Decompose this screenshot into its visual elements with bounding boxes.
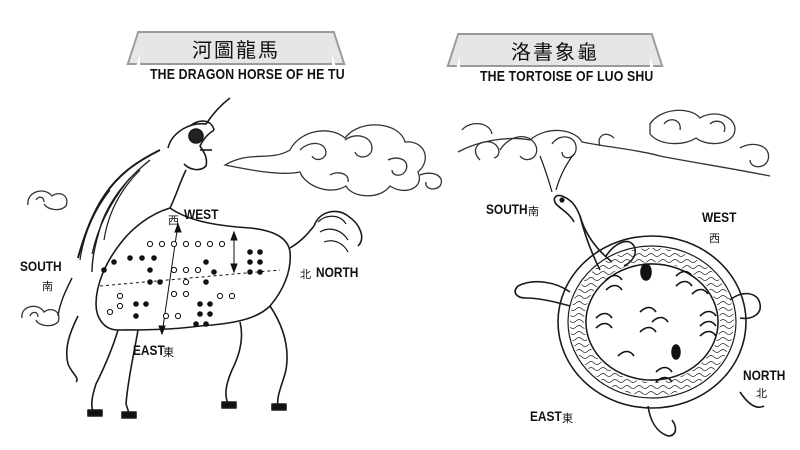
right-west-en: WEST [702, 209, 737, 225]
left-east-cn: 東 [163, 346, 174, 359]
left-north-en: NORTH [316, 264, 359, 280]
right-title-en: THE TORTOISE OF LUO SHU [480, 68, 654, 85]
right-title-cn: 洛書象龜 [511, 39, 599, 64]
left-south-cn: 南 [42, 280, 53, 293]
left-west-en: WEST [184, 206, 219, 222]
right-east-en: EAST [530, 408, 562, 424]
right-title-banner: 洛書象龜 [460, 33, 650, 67]
right-west-cn: 西 [709, 232, 720, 245]
right-south-en: SOUTH [486, 201, 528, 217]
left-west-cn: 西 [168, 214, 179, 227]
direction-arrows [158, 222, 238, 336]
left-cloud-small [21, 190, 68, 327]
luoshu-symbols [595, 263, 717, 383]
left-north-cn: 北 [300, 268, 311, 281]
right-north-en: NORTH [743, 367, 786, 383]
right-north-cn: 北 [756, 387, 767, 400]
left-title-cn: 河圖龍馬 [192, 37, 280, 62]
left-cloud [223, 124, 443, 197]
right-cloud [457, 109, 771, 177]
left-east-en: EAST [133, 342, 165, 358]
left-south-en: SOUTH [20, 258, 62, 274]
left-title-banner: 河圖龍馬 [140, 31, 332, 65]
right-south-cn: 南 [528, 205, 539, 218]
tortoise-shell-band [570, 248, 734, 396]
hetu-pattern [99, 223, 281, 335]
right-east-cn: 東 [562, 412, 573, 425]
left-title-en: THE DRAGON HORSE OF HE TU [150, 66, 345, 83]
dragon-horse [57, 97, 363, 419]
